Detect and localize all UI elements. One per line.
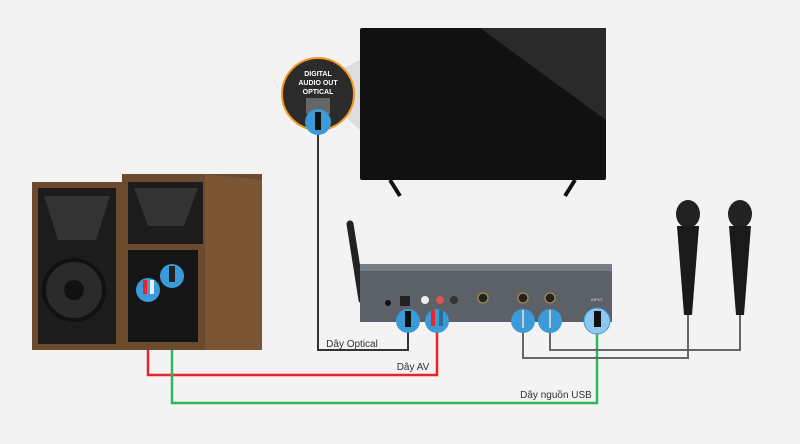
microphone-1 [676, 200, 700, 315]
receiver-av-connector [425, 309, 449, 333]
optical-callout: DIGITAL AUDIO OUT OPTICAL [281, 57, 360, 135]
av-cable-label: Dây AV [397, 362, 430, 373]
optical-cable-label: Dây Optical [326, 339, 378, 350]
callout-line-2: AUDIO OUT [298, 80, 338, 87]
speaker-left [32, 182, 122, 350]
callout-line-1: DIGITAL [304, 71, 332, 78]
optical-cable [317, 128, 409, 351]
mic-cable-2 [549, 312, 741, 351]
mic-cable-1 [522, 312, 689, 359]
usb-cable-label: Dây nguồn USB [520, 389, 592, 401]
input-label: INPUT [591, 297, 604, 302]
microphone-2 [728, 200, 752, 315]
speaker-av-connector [136, 278, 160, 302]
television [360, 28, 606, 198]
receiver: INPUT [346, 220, 612, 335]
callout-line-3: OPTICAL [303, 89, 334, 96]
speaker-right-back [122, 174, 262, 350]
